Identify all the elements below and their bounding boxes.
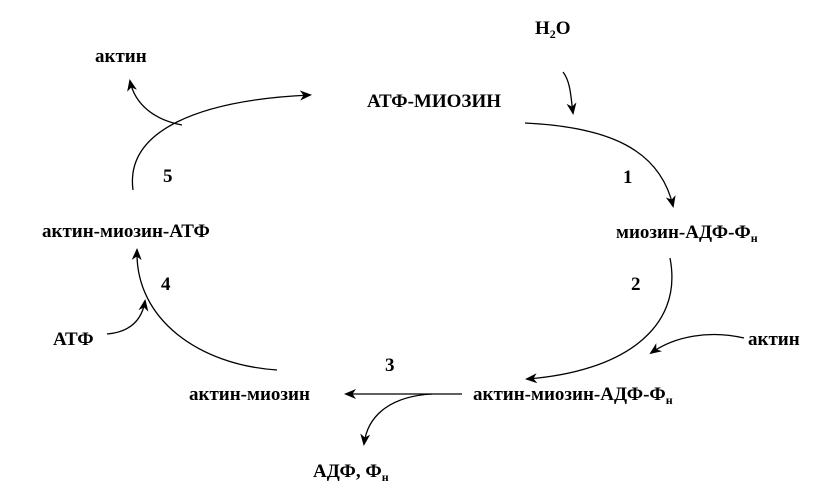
- arrow-step-1: [524, 122, 676, 208]
- input-atp: АТФ: [53, 329, 94, 350]
- output-actin: актин: [95, 46, 147, 67]
- node-actomyosin-adp-pi-label: актин-миозин-АДФ-Ф: [473, 384, 666, 405]
- node-actomyosin: актин-миозин: [189, 384, 310, 405]
- node-myosin-adp-pi-subscript: н: [751, 231, 758, 245]
- input-water-o: O: [556, 18, 571, 39]
- step-label-4: 4: [161, 274, 171, 295]
- input-water: H2O: [535, 18, 571, 41]
- node-actomyosin-adp-pi: актин-миозин-АДФ-Фн: [473, 384, 673, 407]
- arrow-step-4: [131, 248, 278, 371]
- arrow-water-in: [562, 71, 577, 115]
- step-label-2: 2: [631, 274, 641, 295]
- node-actomyosin-adp-pi-subscript: н: [666, 393, 673, 407]
- output-adp-pi: АДФ, Фн: [313, 461, 389, 484]
- input-actin: актин: [748, 329, 800, 350]
- input-water-h: H: [535, 18, 550, 39]
- arrow-step-2: [525, 257, 673, 384]
- step-label-1: 1: [623, 167, 633, 188]
- arrow-actin-in: [649, 333, 745, 355]
- arrow-step-5: [131, 90, 312, 191]
- arrow-atp-in: [106, 299, 149, 335]
- arrow-actin-out: [127, 79, 183, 126]
- arrow-adp-pi-out: [360, 393, 433, 446]
- node-atp-myosin: АТФ-МИОЗИН: [367, 91, 501, 112]
- step-label-5: 5: [163, 166, 173, 187]
- node-actomyosin-atp: актин-миозин-АТФ: [42, 221, 210, 242]
- output-adp-pi-subscript: н: [382, 470, 389, 484]
- output-adp-pi-label: АДФ, Ф: [313, 461, 382, 482]
- node-myosin-adp-pi: миозин-АДФ-Фн: [616, 222, 758, 245]
- node-myosin-adp-pi-label: миозин-АДФ-Ф: [616, 222, 751, 243]
- step-label-3: 3: [385, 355, 395, 376]
- input-water-subscript: 2: [550, 27, 556, 41]
